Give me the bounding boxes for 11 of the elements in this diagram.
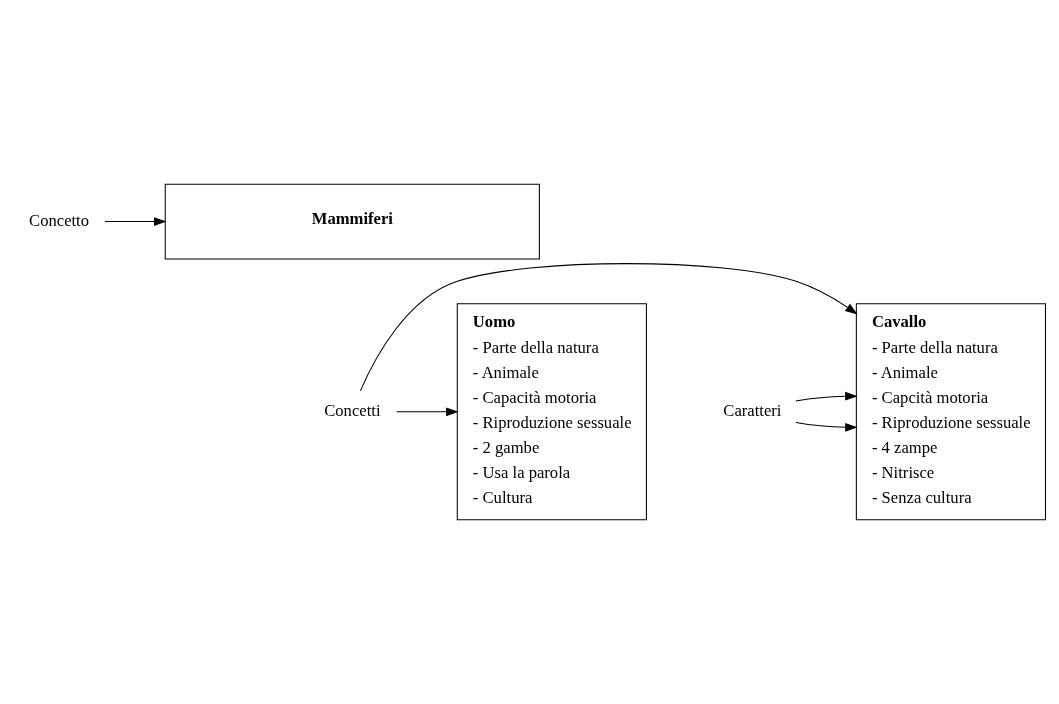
- node-box: Mammiferi: [164, 183, 540, 260]
- node-text: Caratteri: [723, 400, 782, 420]
- arrow: [396, 407, 459, 417]
- arrow: [795, 391, 858, 402]
- node-box: Uomo - Parte della natura - Animale - Capacità motoria - Riproduzione sessuale - 2 gambe - Usa la parola - Cultura: [456, 303, 647, 521]
- node-box: Cavallo - Parte della natura - Animale - Capcità motoria - Riproduzione sessuale - 4 zampe - Nitrisce - Senza cultura: [855, 303, 1046, 521]
- arrow: [795, 422, 858, 432]
- node-text: Concetto: [29, 210, 90, 230]
- arrow: [359, 263, 858, 392]
- node-text: Concetti: [324, 400, 381, 420]
- arrow: [104, 217, 167, 226]
